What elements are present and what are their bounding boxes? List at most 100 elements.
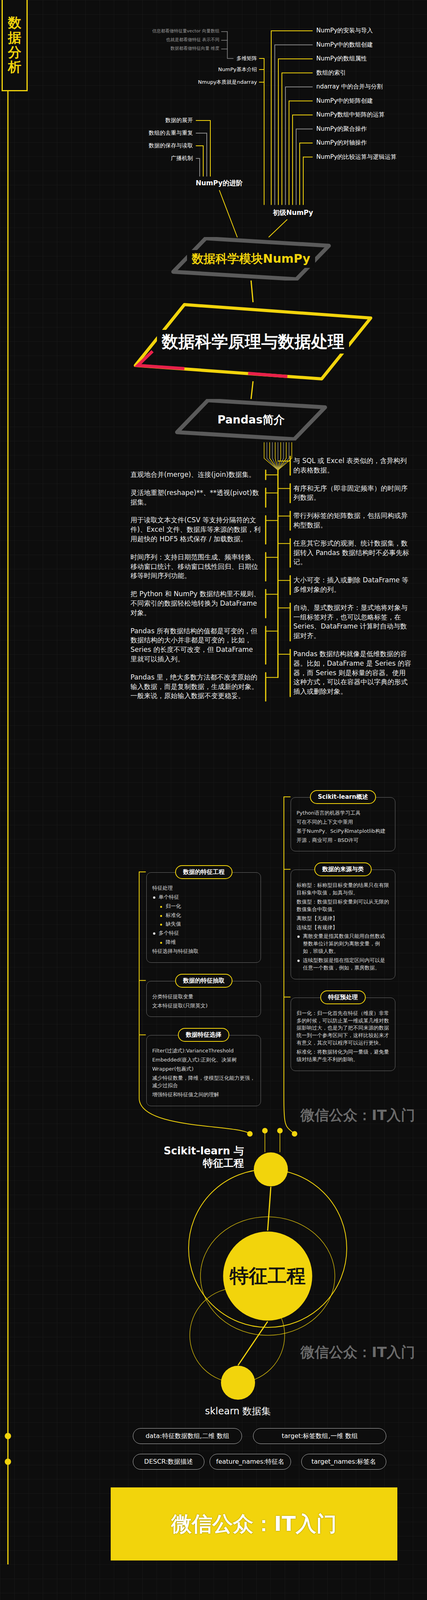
edge-connector bbox=[267, 1187, 271, 1232]
leader-line bbox=[289, 649, 291, 698]
leader-line bbox=[277, 654, 291, 656]
leader-line bbox=[265, 673, 267, 702]
field-pill: target:标签数组,一维 数组 bbox=[253, 1429, 387, 1446]
panel-box: 数据的特征抽取分类特征提取变量文本特征提取(只限英文) bbox=[146, 974, 261, 1019]
panel-item: 多个特征 bbox=[152, 930, 256, 938]
field-pill: feature_names:特征名 bbox=[209, 1454, 291, 1471]
side-rail bbox=[7, 90, 9, 1566]
panel-heading: Scikit-learn概述 bbox=[309, 790, 376, 805]
circle-shape bbox=[253, 1152, 289, 1188]
leader-label: 数组的索引 bbox=[316, 69, 346, 78]
panel-item: 标称型：标称型目标变量的结果只在有限目标集中取值，如真与假。 bbox=[296, 882, 390, 898]
leader-line bbox=[275, 442, 278, 471]
plane-outline bbox=[135, 304, 371, 380]
leader-line bbox=[219, 190, 238, 238]
leader-line bbox=[264, 442, 278, 471]
panel-item: 归一化 bbox=[152, 903, 256, 911]
watermark: 微信公众：IT入门 bbox=[300, 1107, 416, 1126]
rail-dot bbox=[4, 1434, 12, 1441]
leader-line bbox=[265, 493, 278, 494]
panel-body: Filter(过滤式):VarianceThresholdEmbedded(嵌入… bbox=[146, 1035, 261, 1107]
panel-item: 连续型数据是指在指定区间内可以是任意一个数值，例如，票房数据。 bbox=[296, 957, 390, 973]
leader-label: 信息都看做特征量vector 向量数组 bbox=[152, 28, 220, 35]
leader-line bbox=[277, 488, 291, 490]
panel-item: 降维 bbox=[152, 939, 256, 947]
panel-box: Scikit-learn概述 Python语言的机器学习工具可在不同的上下文中重用… bbox=[290, 790, 396, 853]
leader-label: 数据都看做特征向量 维度 bbox=[170, 45, 220, 52]
feature-text: Pandas 数据结构就像是低维数据的容器。比如，DataFrame 是 Ser… bbox=[293, 649, 412, 698]
leader-line bbox=[139, 1035, 146, 1036]
leader-line bbox=[139, 980, 146, 982]
feature-text: 把 Python 和 NumPy 数据结构里不规则、不同索引的数据轻松地转换为 … bbox=[130, 589, 261, 618]
leader-line bbox=[196, 120, 211, 177]
panel-item: 开源，商业可用 - BSD许可 bbox=[296, 837, 390, 845]
feature-text: 带行列标签的矩阵数据，包括同构或异构型数据。 bbox=[293, 511, 412, 531]
leader-line bbox=[265, 520, 278, 522]
red-accent bbox=[248, 373, 288, 377]
leader-line bbox=[289, 511, 291, 531]
panel-item: 分类特征提取变量 bbox=[152, 993, 256, 1002]
panel-heading: 数据的特征工程 bbox=[175, 865, 233, 880]
leader-label: NumPy的进阶 bbox=[195, 178, 243, 188]
panel-item: 文本特征提取(只限英文) bbox=[152, 1003, 256, 1011]
plane-outline bbox=[177, 400, 325, 440]
leader-label: NumPy中的数组创建 bbox=[316, 41, 373, 50]
leader-line bbox=[265, 631, 278, 633]
leader-line bbox=[285, 86, 313, 205]
feature-text: 有序和无序（即非固定频率）的时间序列数据。 bbox=[293, 484, 412, 504]
leader-line bbox=[265, 553, 267, 582]
panel-item: 特征选择与特征抽取 bbox=[152, 948, 256, 957]
circle-label: sklearn 数据集 bbox=[205, 1405, 272, 1419]
leader-line bbox=[289, 539, 291, 568]
panel-item: 可在不同的上下文中重用 bbox=[296, 819, 390, 827]
leader-label: NumPy数组中矩阵的运算 bbox=[316, 111, 385, 120]
layer-title: 数据科学模块NumPy bbox=[187, 250, 316, 269]
leader-label: Nmupy本质就是ndarray bbox=[198, 79, 257, 86]
leader-line bbox=[221, 31, 228, 33]
leader-line bbox=[277, 470, 279, 679]
footer-text: 微信公众：IT入门 bbox=[171, 1511, 337, 1540]
leader-line bbox=[265, 627, 267, 665]
pill-text: target_names:标签名 bbox=[311, 1458, 377, 1468]
leader-line bbox=[303, 157, 313, 206]
panel-item: Embedded(嵌入式):正则化、决策树 bbox=[152, 1057, 256, 1065]
field-pill: data:特征数据数组,二维 数组 bbox=[132, 1429, 242, 1446]
feature-text: 与 SQL 或 Excel 表类似的，含异构列的表格数据。 bbox=[293, 456, 412, 476]
panel-body: 特征处理单个特征归一化标准化缺失值多个特征降维特征选择与特征抽取 bbox=[146, 872, 261, 964]
panel-item: 标准化：将数据转化为同一量级，避免量级对结果产生不利的影响。 bbox=[296, 1049, 390, 1065]
panel-item: Python语言的机器学习工具 bbox=[296, 810, 390, 818]
panel-item: 增强特征和特征值之间的理解 bbox=[152, 1092, 256, 1100]
leader-line bbox=[265, 515, 267, 545]
panel-item: 连续型【有规律】 bbox=[296, 924, 390, 933]
leader-line bbox=[139, 872, 146, 873]
leader-line bbox=[289, 576, 291, 596]
leader-line bbox=[265, 594, 278, 596]
circle-shape bbox=[253, 1153, 288, 1188]
leader-line bbox=[274, 45, 313, 206]
circle-label: 特征工程 bbox=[222, 1264, 314, 1290]
pill-text: DESCR:数据描述 bbox=[144, 1458, 194, 1468]
circle-label: Scikit-learn 与特征工程 bbox=[156, 1145, 244, 1171]
section-title: 数据分析 bbox=[7, 15, 22, 75]
panel-box: 数据的特征工程特征处理单个特征归一化标准化缺失值多个特征降维特征选择与特征抽取 bbox=[146, 865, 261, 964]
edge-connector bbox=[251, 381, 254, 400]
leader-line bbox=[277, 442, 281, 471]
panel-item: 基于NumPy、SciPy和matplotlib构建 bbox=[296, 828, 390, 836]
leader-line bbox=[283, 869, 291, 871]
leader-line bbox=[271, 30, 313, 205]
panel-item: 数值型：数值型目标变量则可以从无限的数值集合中取值。 bbox=[296, 899, 390, 915]
leader-label: NumPy的安装与导入 bbox=[316, 26, 373, 35]
watermark: 微信公众：IT入门 bbox=[300, 1344, 416, 1363]
leader-line bbox=[272, 442, 278, 471]
leader-line bbox=[283, 997, 291, 999]
circle-shape bbox=[221, 1366, 256, 1401]
leader-line bbox=[196, 158, 200, 177]
leader-line bbox=[264, 1131, 266, 1153]
layer-plane: 数据科学原理与数据处理 bbox=[130, 302, 376, 382]
feature-text: 任意其它形式的观测、统计数据集，数据转入 Pandas 数据结构时不必事先标记。 bbox=[293, 539, 412, 568]
leader-label: NumPy的比较运算与逻辑运算 bbox=[316, 153, 397, 162]
leader-line bbox=[277, 442, 290, 471]
leader-label: 也就是都看做特征 表示不同 bbox=[166, 37, 220, 43]
circle-node: sklearn 数据集 bbox=[220, 1366, 256, 1402]
